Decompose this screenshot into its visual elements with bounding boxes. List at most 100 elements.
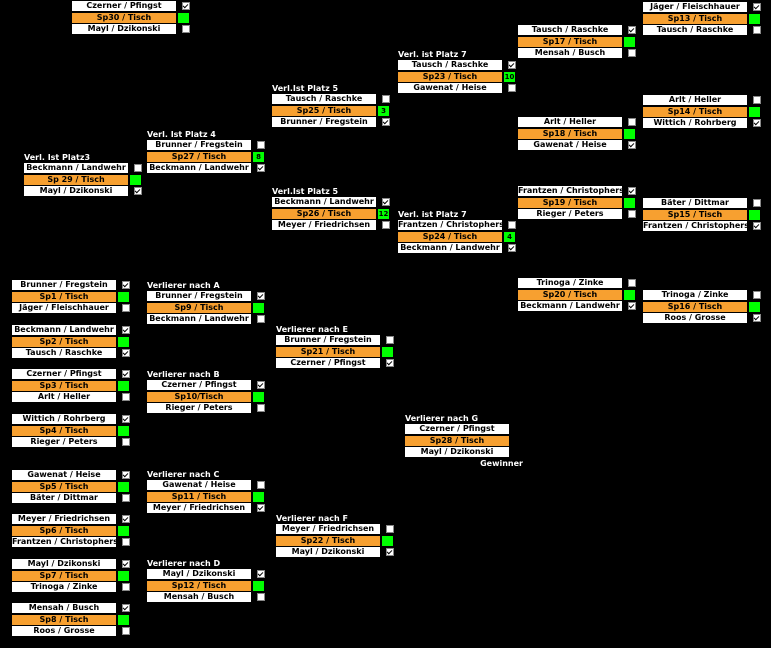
team-name[interactable]: Frantzen / Christophers <box>12 537 116 547</box>
team-name[interactable]: Frantzen / Christophers <box>643 221 747 231</box>
team-name[interactable]: Gawenat / Heise <box>147 480 251 490</box>
team-name[interactable]: Gawenat / Heise <box>518 140 622 150</box>
team-name[interactable]: Gawenat / Heise <box>398 83 502 93</box>
winner-checkbox[interactable] <box>122 604 130 612</box>
winner-checkbox[interactable] <box>122 415 130 423</box>
team-name[interactable]: Brunner / Fregstein <box>276 335 380 345</box>
team-name[interactable]: Trinoga / Zinke <box>12 582 116 592</box>
winner-checkbox[interactable] <box>122 281 130 289</box>
winner-checkbox[interactable] <box>122 304 130 312</box>
winner-checkbox[interactable] <box>508 84 516 92</box>
team-name[interactable]: Tausch / Raschke <box>272 94 376 104</box>
winner-checkbox[interactable] <box>257 481 265 489</box>
winner-checkbox[interactable] <box>753 314 761 322</box>
winner-checkbox[interactable] <box>628 141 636 149</box>
winner-checkbox[interactable] <box>628 279 636 287</box>
winner-checkbox[interactable] <box>122 627 130 635</box>
winner-checkbox[interactable] <box>753 26 761 34</box>
team-name[interactable]: Frantzen / Christophers <box>398 220 502 230</box>
team-name[interactable]: Meyer / Friedrichsen <box>12 514 116 524</box>
winner-checkbox[interactable] <box>257 593 265 601</box>
team-name[interactable]: Mensah / Busch <box>518 48 622 58</box>
winner-checkbox[interactable] <box>508 221 516 229</box>
winner-checkbox[interactable] <box>122 370 130 378</box>
team-name[interactable]: Mayl / Dzikonski <box>12 559 116 569</box>
team-name[interactable]: Mayl / Dzikonski <box>405 447 509 457</box>
team-name[interactable]: Beckmann / Landwehr <box>147 314 251 324</box>
winner-checkbox[interactable] <box>386 548 394 556</box>
team-name[interactable]: Bäter / Dittmar <box>643 198 747 208</box>
team-name[interactable]: Beckmann / Landwehr <box>518 301 622 311</box>
winner-checkbox[interactable] <box>382 95 390 103</box>
winner-checkbox[interactable] <box>122 471 130 479</box>
team-name[interactable]: Jäger / Fleischhauer <box>643 2 747 12</box>
team-name[interactable]: Rieger / Peters <box>518 209 622 219</box>
winner-checkbox[interactable] <box>182 25 190 33</box>
winner-checkbox[interactable] <box>628 26 636 34</box>
team-name[interactable]: Trinoga / Zinke <box>518 278 622 288</box>
winner-checkbox[interactable] <box>122 583 130 591</box>
team-name[interactable]: Rieger / Peters <box>12 437 116 447</box>
team-name[interactable]: Czerner / Pfingst <box>405 424 509 434</box>
winner-checkbox[interactable] <box>753 96 761 104</box>
winner-checkbox[interactable] <box>508 244 516 252</box>
team-name[interactable]: Mensah / Busch <box>12 603 116 613</box>
winner-checkbox[interactable] <box>122 538 130 546</box>
team-name[interactable]: Wittich / Rohrberg <box>12 414 116 424</box>
team-name[interactable]: Mayl / Dzikonski <box>276 547 380 557</box>
team-name[interactable]: Brunner / Fregstein <box>147 291 251 301</box>
winner-checkbox[interactable] <box>134 164 142 172</box>
winner-checkbox[interactable] <box>508 61 516 69</box>
team-name[interactable]: Bäter / Dittmar <box>12 493 116 503</box>
team-name[interactable]: Gawenat / Heise <box>12 470 116 480</box>
winner-checkbox[interactable] <box>257 164 265 172</box>
team-name[interactable]: Arlt / Heller <box>518 117 622 127</box>
team-name[interactable]: Tausch / Raschke <box>398 60 502 70</box>
winner-checkbox[interactable] <box>628 187 636 195</box>
winner-checkbox[interactable] <box>257 141 265 149</box>
team-name[interactable]: Tausch / Raschke <box>643 25 747 35</box>
winner-checkbox[interactable] <box>122 393 130 401</box>
winner-checkbox[interactable] <box>753 291 761 299</box>
winner-checkbox[interactable] <box>628 302 636 310</box>
winner-checkbox[interactable] <box>386 336 394 344</box>
team-name[interactable]: Arlt / Heller <box>643 95 747 105</box>
winner-checkbox[interactable] <box>628 49 636 57</box>
winner-checkbox[interactable] <box>628 210 636 218</box>
team-name[interactable]: Mayl / Dzikonski <box>72 24 176 34</box>
winner-checkbox[interactable] <box>257 570 265 578</box>
winner-checkbox[interactable] <box>628 118 636 126</box>
team-name[interactable]: Beckmann / Landwehr <box>147 163 251 173</box>
winner-checkbox[interactable] <box>257 292 265 300</box>
team-name[interactable]: Czerner / Pfingst <box>276 358 380 368</box>
team-name[interactable]: Wittich / Rohrberg <box>643 118 747 128</box>
team-name[interactable]: Czerner / Pfingst <box>12 369 116 379</box>
winner-checkbox[interactable] <box>122 560 130 568</box>
winner-checkbox[interactable] <box>182 2 190 10</box>
team-name[interactable]: Meyer / Friedrichsen <box>272 220 376 230</box>
team-name[interactable]: Czerner / Pfingst <box>147 380 251 390</box>
team-name[interactable]: Frantzen / Christophers <box>518 186 622 196</box>
team-name[interactable]: Mayl / Dzikonski <box>147 569 251 579</box>
winner-checkbox[interactable] <box>382 118 390 126</box>
team-name[interactable]: Jäger / Fleischhauer <box>12 303 116 313</box>
team-name[interactable]: Brunner / Fregstein <box>272 117 376 127</box>
team-name[interactable]: Beckmann / Landwehr <box>272 197 376 207</box>
team-name[interactable]: Rieger / Peters <box>147 403 251 413</box>
winner-checkbox[interactable] <box>257 381 265 389</box>
team-name[interactable]: Brunner / Fregstein <box>12 280 116 290</box>
winner-checkbox[interactable] <box>386 525 394 533</box>
team-name[interactable]: Beckmann / Landwehr <box>24 163 128 173</box>
team-name[interactable]: Mensah / Busch <box>147 592 251 602</box>
team-name[interactable]: Brunner / Fregstein <box>147 140 251 150</box>
winner-checkbox[interactable] <box>753 199 761 207</box>
winner-checkbox[interactable] <box>122 326 130 334</box>
winner-checkbox[interactable] <box>122 349 130 357</box>
winner-checkbox[interactable] <box>753 119 761 127</box>
team-name[interactable]: Roos / Grosse <box>643 313 747 323</box>
team-name[interactable]: Roos / Grosse <box>12 626 116 636</box>
team-name[interactable]: Arlt / Heller <box>12 392 116 402</box>
winner-checkbox[interactable] <box>386 359 394 367</box>
winner-checkbox[interactable] <box>122 494 130 502</box>
team-name[interactable]: Meyer / Friedrichsen <box>147 503 251 513</box>
